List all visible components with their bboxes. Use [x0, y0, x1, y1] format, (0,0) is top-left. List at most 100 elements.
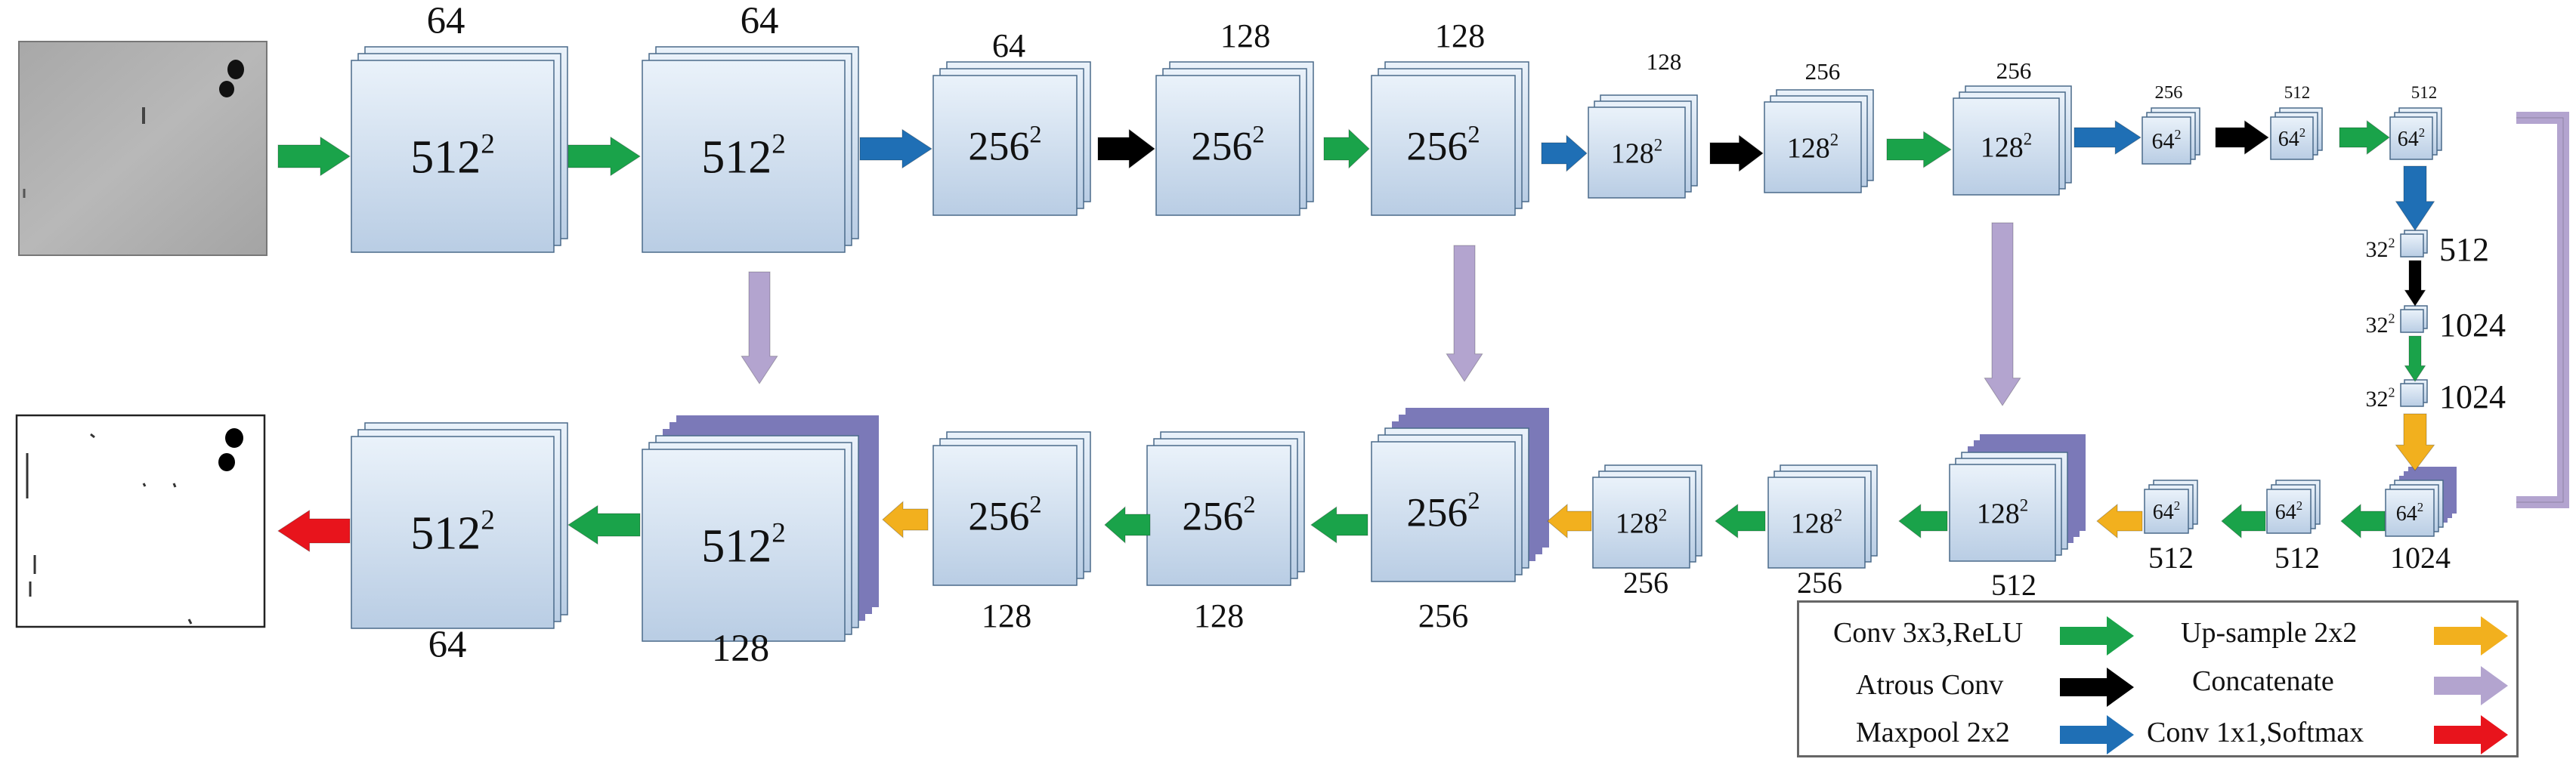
- concatenate-arrow: [1446, 245, 1483, 382]
- output-defect-mark: [172, 483, 177, 488]
- decoder-channel-label: 256: [1797, 566, 1842, 600]
- feature-map-front: [1592, 477, 1690, 569]
- decoder-channel-label: 512: [2148, 541, 2194, 575]
- legend-upsample-label: Up-sample 2x2: [2181, 617, 2358, 649]
- feature-map-front: [1588, 106, 1686, 199]
- decoder-size-label: 2562: [1406, 488, 1480, 535]
- feature-map-front: [1155, 75, 1300, 216]
- conv-relu-arrow: [1323, 128, 1370, 169]
- feature-map-front: [642, 449, 846, 642]
- decoder-size-label: 642: [2275, 498, 2302, 524]
- decoder-channel-label: 128: [712, 627, 769, 669]
- feature-map-front: [2400, 383, 2424, 407]
- concatenate-bracket-outline: [2516, 117, 2564, 503]
- legend-maxpool-label: Maxpool 2x2: [1856, 717, 2010, 748]
- concatenate-arrow: [741, 271, 778, 384]
- conv-relu-arrow: [2221, 503, 2266, 539]
- feature-map-front: [1371, 441, 1516, 582]
- decoder-size-label: 1282: [1616, 505, 1667, 539]
- feature-map-front: [1764, 101, 1862, 193]
- bottleneck-channel-label: 1024: [2439, 307, 2506, 344]
- output-defect-mark: [90, 433, 95, 439]
- encoder-block: [932, 61, 1091, 216]
- conv-relu-arrow: [1104, 506, 1151, 544]
- legend-concatenate-arrow: [2434, 666, 2508, 705]
- output-defect-spot: [225, 428, 243, 448]
- concatenate-arrow: [1984, 222, 2021, 406]
- input-grayscale-surface-image: [18, 41, 267, 256]
- encoder-block: [1953, 85, 2072, 196]
- output-defect-mark: [187, 619, 193, 625]
- output-defect-spot: [218, 453, 235, 471]
- encoder-block: [2389, 107, 2442, 160]
- atrous-conv-arrow: [1709, 134, 1764, 172]
- decoder-size-label: 1282: [1791, 505, 1842, 539]
- conv-relu-arrow: [567, 136, 641, 177]
- encoder-channel-label: 128: [1647, 48, 1682, 75]
- bottleneck-size-label: 322: [2366, 235, 2395, 262]
- encoder-size-label: 1282: [1611, 135, 1662, 169]
- legend-conv-relu-label: Conv 3x3,ReLU: [1833, 617, 2024, 649]
- decoder-block: [1371, 408, 1549, 582]
- conv-relu-arrow: [2339, 119, 2390, 156]
- feature-map-front: [2142, 116, 2191, 165]
- decoder-size-label: 5122: [701, 518, 786, 572]
- feature-map-front: [2385, 489, 2435, 537]
- feature-map-front: [932, 75, 1078, 216]
- feature-map-front: [2270, 116, 2314, 160]
- feature-map-front: [2400, 233, 2424, 258]
- conv-relu-arrow: [1886, 131, 1952, 168]
- decoder-channel-label: 128: [1194, 597, 1244, 634]
- encoder-size-label: 642: [2278, 125, 2305, 151]
- input-defect-spot: [227, 60, 244, 79]
- encoder-size-label: 2562: [1406, 122, 1480, 169]
- encoder-block: [2142, 107, 2200, 165]
- legend-atrous-conv-arrow: [2060, 668, 2134, 707]
- decoder-size-label: 1282: [1977, 495, 2028, 529]
- concatenate-bracket: [2516, 112, 2569, 508]
- feature-map-front: [2389, 116, 2433, 160]
- encoder-block: [351, 46, 568, 253]
- conv-relu-arrow: [2340, 503, 2386, 539]
- legend-concatenate-label: Concatenate: [2192, 665, 2334, 697]
- input-image-frame: [18, 41, 267, 256]
- legend-maxpool-arrow: [2060, 715, 2134, 754]
- maxpool-arrow: [1541, 134, 1588, 172]
- legend-conv-relu-arrow: [2060, 616, 2134, 656]
- encoder-block: [1588, 94, 1698, 199]
- encoder-channel-label: 256: [2155, 82, 2183, 103]
- conv-relu-arrow: [1898, 503, 1948, 539]
- encoder-channel-label: 64: [427, 0, 465, 42]
- encoder-channel-label: 512: [2411, 83, 2437, 102]
- upsample-arrow: [2395, 413, 2435, 471]
- maxpool-arrow: [2073, 119, 2142, 156]
- decoder-block: [642, 415, 879, 642]
- encoder-block: [1764, 89, 1874, 193]
- upsample-arrow: [2096, 503, 2143, 539]
- maxpool-arrow: [859, 128, 932, 169]
- legend-atrous-conv-label: Atrous Conv: [1856, 669, 2004, 701]
- decoder-block: [2144, 480, 2198, 534]
- decoder-block: [932, 431, 1091, 586]
- encoder-block: [2270, 107, 2323, 160]
- encoder-size-label: 5122: [701, 129, 786, 184]
- encoder-channel-label: 128: [1435, 17, 1485, 54]
- decoder-channel-label: 512: [2274, 541, 2320, 575]
- bottleneck-block: [2400, 230, 2428, 258]
- encoder-channel-label: 64: [992, 27, 1025, 64]
- bottleneck-size-label: 322: [2366, 384, 2395, 412]
- feature-map-front: [1953, 97, 2060, 196]
- input-defect-spot: [219, 81, 234, 97]
- decoder-channel-label: 512: [1991, 568, 2036, 602]
- feature-map-front: [642, 60, 846, 253]
- decoder-block: [1767, 464, 1878, 569]
- encoder-channel-label: 64: [741, 0, 779, 42]
- decoder-size-label: 2562: [1182, 492, 1255, 539]
- conv-relu-arrow: [567, 504, 641, 545]
- legend-upsample-arrow: [2434, 616, 2508, 656]
- feature-map-front: [1146, 445, 1291, 586]
- output-binary-segmentation-map: [15, 414, 266, 628]
- decoder-size-label: 5122: [410, 505, 495, 560]
- bottleneck-block: [2400, 305, 2428, 333]
